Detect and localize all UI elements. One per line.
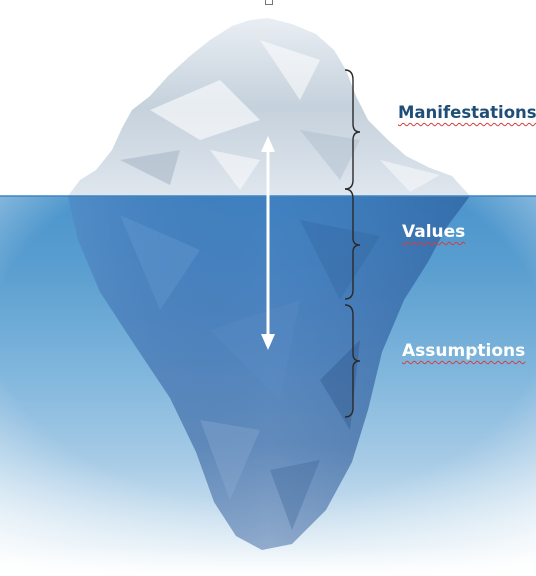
top-edge-mark [265, 0, 273, 5]
label-values: Values [402, 222, 466, 242]
bracket-values [344, 188, 361, 300]
depth-arrow [261, 136, 275, 350]
bracket-manifestations [344, 69, 361, 190]
iceberg-tip [68, 18, 470, 196]
label-assumptions: Assumptions [402, 341, 526, 361]
bracket-assumptions [344, 304, 361, 418]
iceberg-underwater [68, 196, 470, 550]
label-manifestations: Manifestations [398, 103, 536, 122]
